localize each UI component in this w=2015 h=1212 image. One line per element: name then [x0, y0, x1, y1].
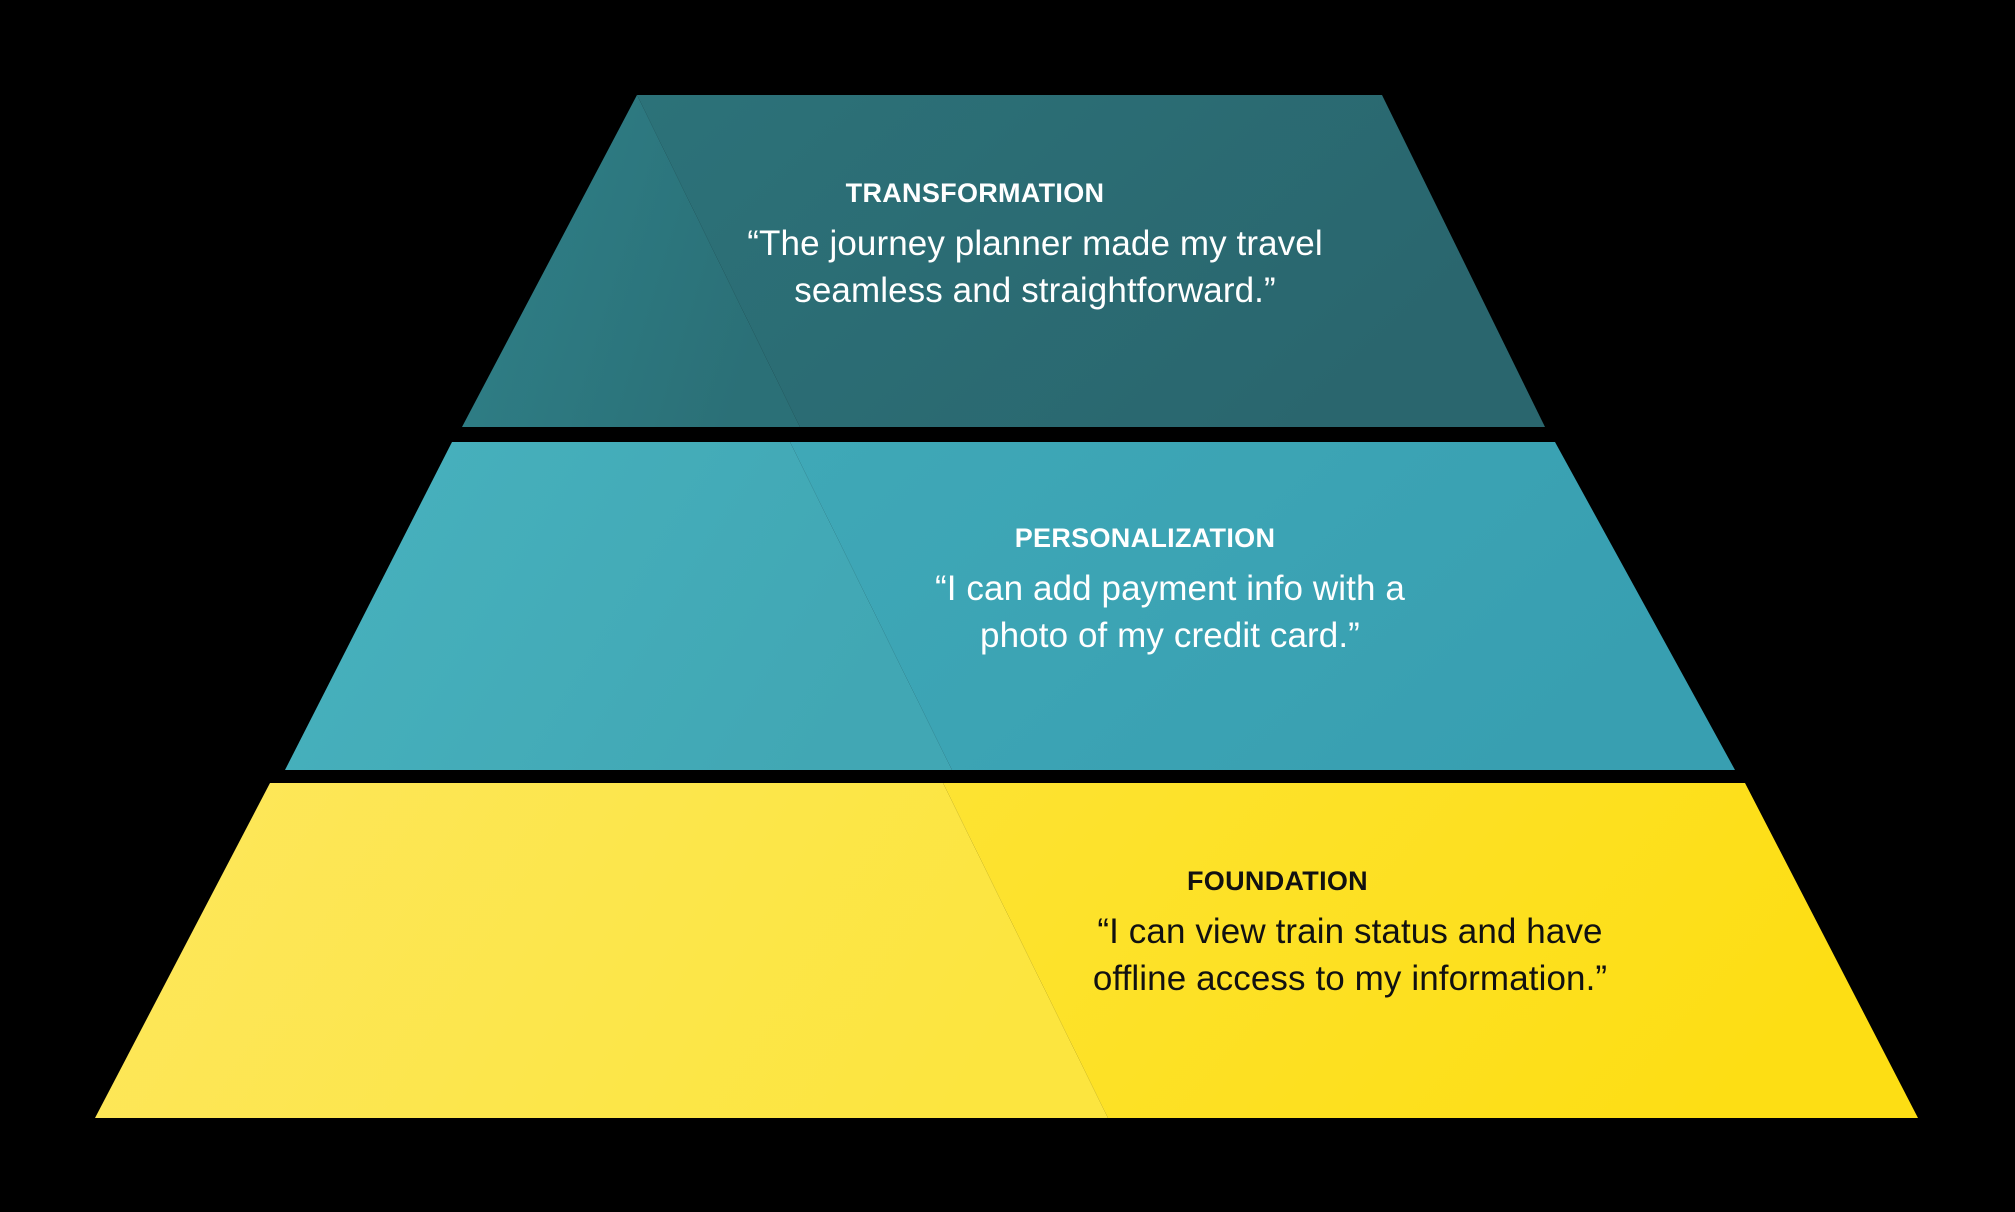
pyramid-tier-2-quote: “I can add payment info with a photo of …	[890, 566, 1450, 659]
pyramid-tier-1-shape	[462, 95, 1545, 427]
pyramid-tier-2-shape	[285, 442, 1735, 770]
pyramid-tier-3-shape	[95, 783, 1918, 1118]
pyramid-tier-1-right-face	[637, 95, 1545, 427]
pyramid-tier-3-left-face	[95, 783, 1108, 1118]
pyramid-tier-2-title: PERSONALIZATION	[1014, 523, 1276, 553]
pyramid-tier-2-quote-line-2: photo of my credit card.”	[980, 615, 1360, 655]
pyramid-tier-3-right-face	[943, 783, 1918, 1118]
pyramid-tier-3-title: FOUNDATION	[1187, 866, 1368, 896]
pyramid-tier-3-quote: “I can view train status and have offlin…	[1065, 909, 1635, 1002]
pyramid-tier-3-quote-line-2: offline access to my information.”	[1092, 958, 1608, 998]
pyramid-tier-1-quote: “The journey planner made my travel seam…	[740, 221, 1330, 314]
pyramid-tier-1-quote-line-1: “The journey planner made my travel	[747, 224, 1323, 263]
pyramid-tier-1-title: TRANSFORMATION	[845, 178, 1105, 208]
pyramid-tier-1-text: TRANSFORMATION “The journey planner made…	[740, 180, 1330, 314]
pyramid-tier-2-text: PERSONALIZATION “I can add payment info …	[890, 525, 1450, 659]
pyramid-tier-3-text: FOUNDATION “I can view train status and …	[1065, 868, 1635, 1002]
pyramid-tier-1-quote-line-2: seamless and straightforward.”	[794, 270, 1276, 310]
pyramid-tier-2-left-face	[285, 442, 952, 770]
pyramid-tier-3-quote-line-1: “I can view train status and have	[1097, 912, 1603, 951]
pyramid-tier-2-quote-line-1: “I can add payment info with a	[935, 569, 1405, 608]
pyramid-tier-2-right-face	[790, 442, 1735, 770]
pyramid-tier-1-left-face	[462, 95, 800, 427]
